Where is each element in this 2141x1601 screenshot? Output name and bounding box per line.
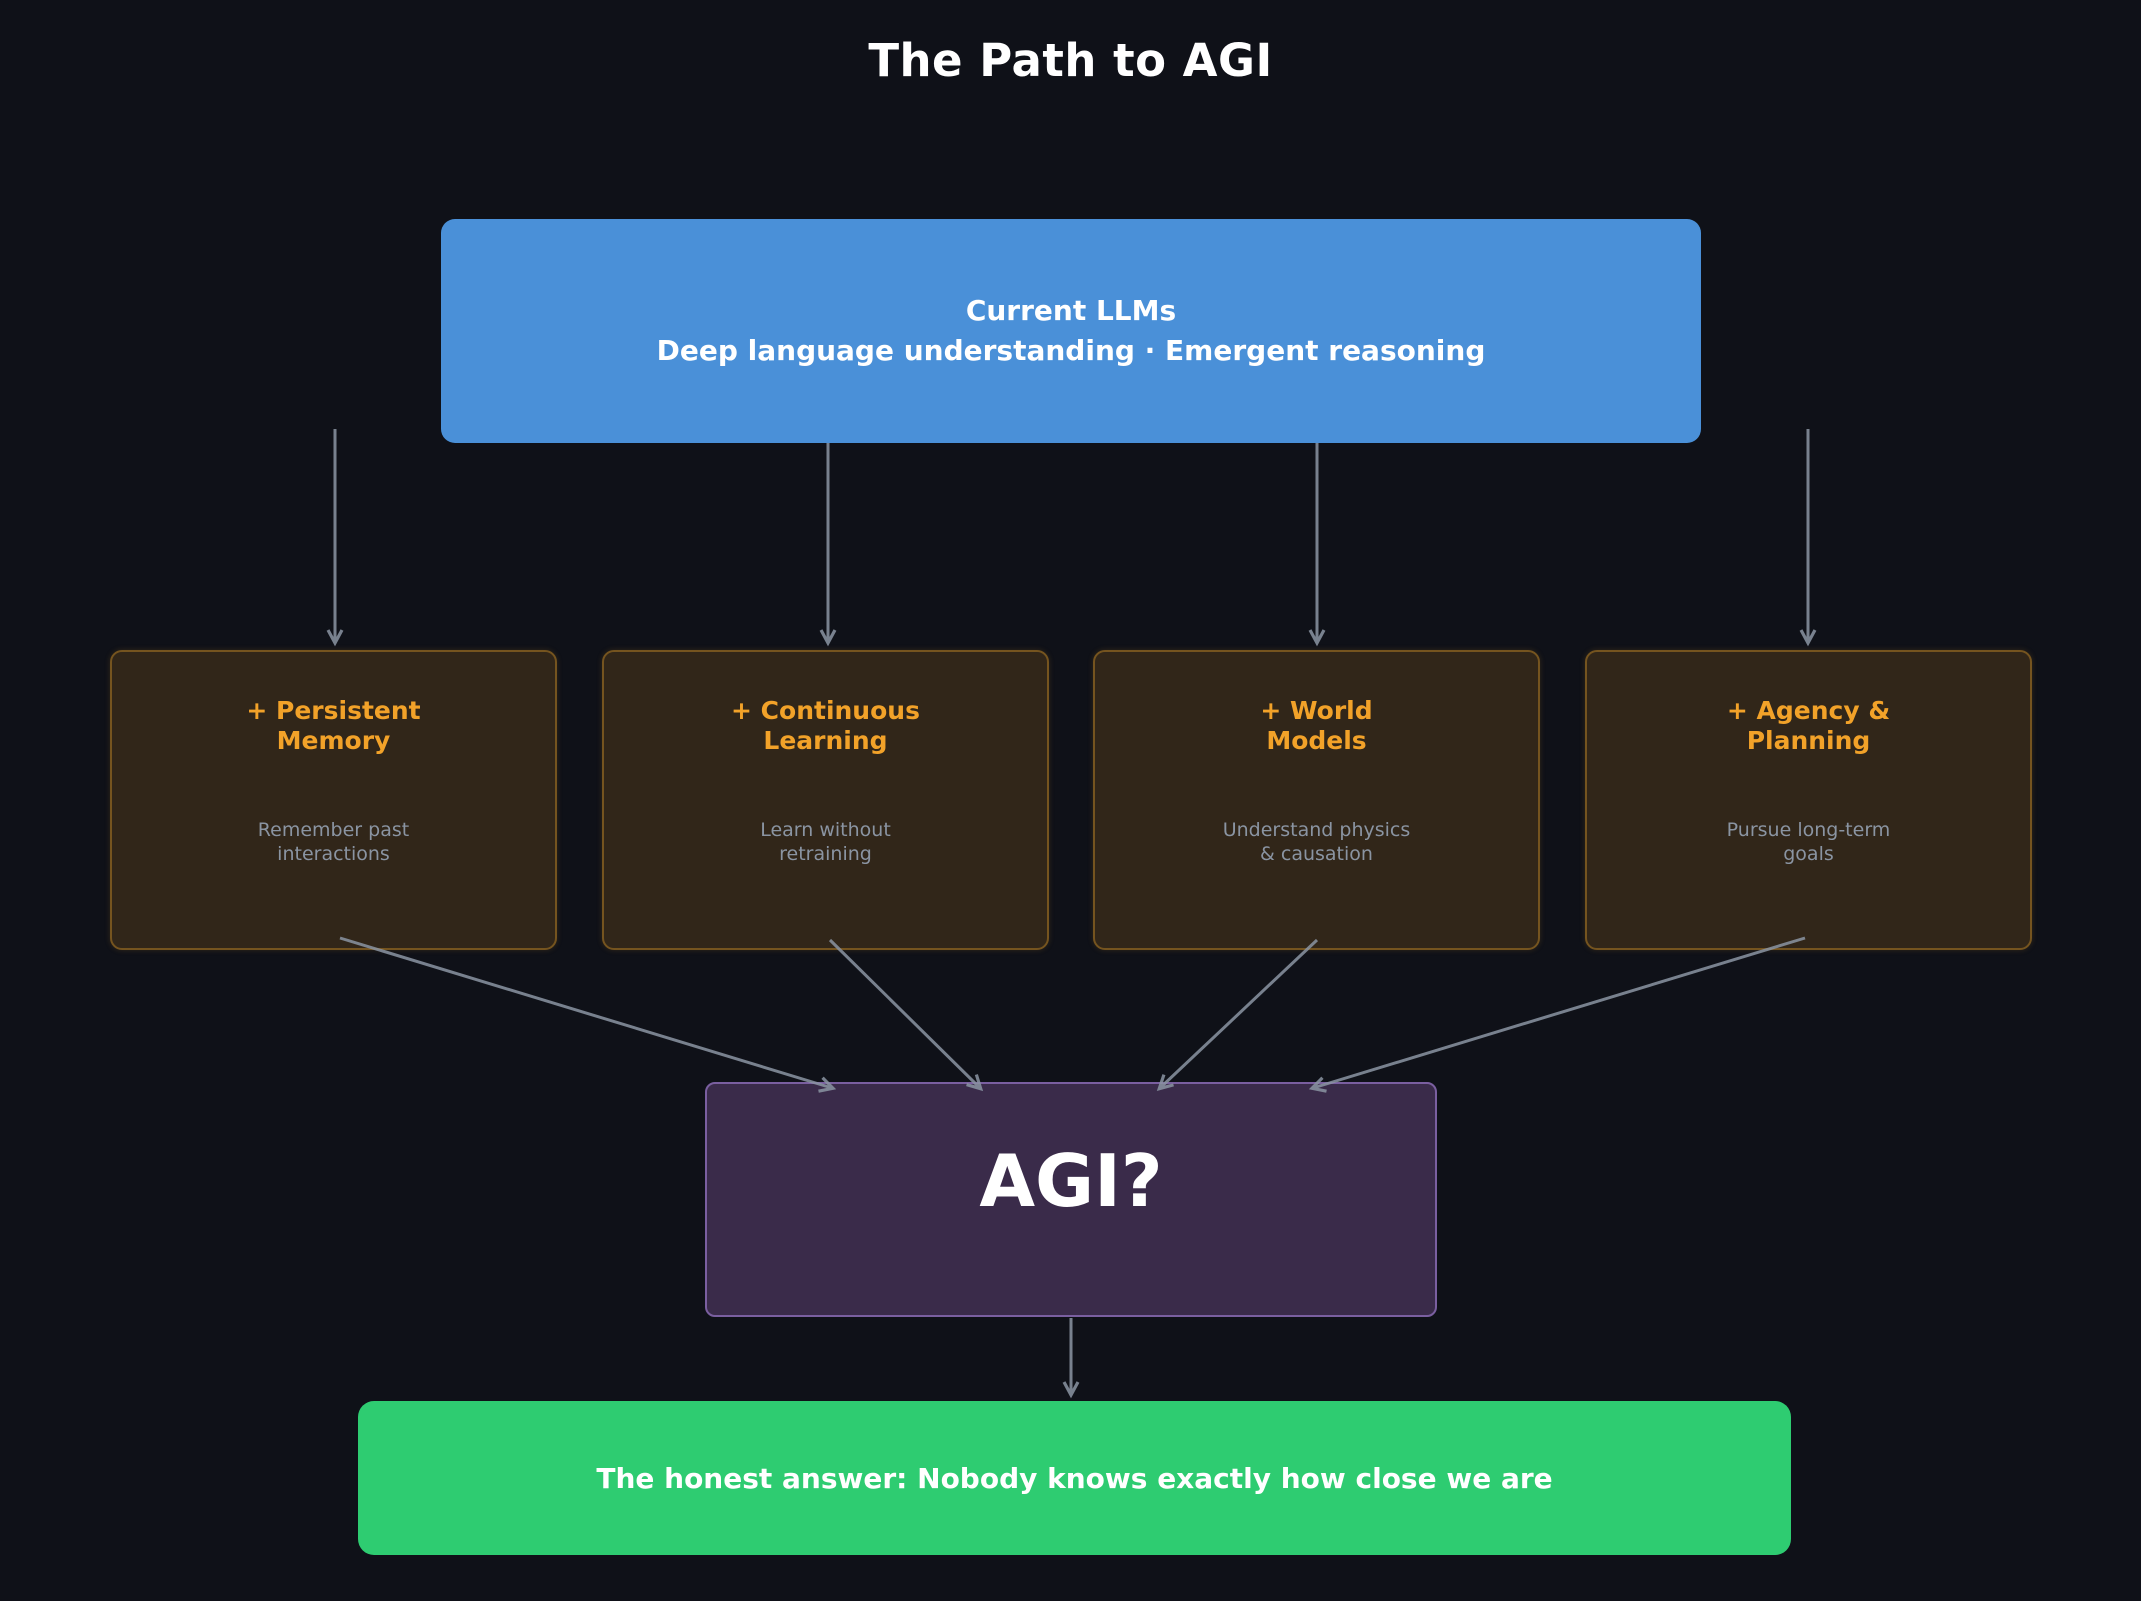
- capability-title: + World Models: [1260, 696, 1373, 755]
- arrow-agency-planning-to-agi: [1308, 936, 1806, 1093]
- diagram-title: The Path to AGI: [868, 34, 1273, 87]
- arrow-continuous-learning-to-agi: [828, 938, 984, 1092]
- capability-description: Remember past interactions: [257, 819, 410, 865]
- capability-description: Learn without retraining: [760, 819, 891, 865]
- capability-node-world-models: + World Models Understand physics & caus…: [1093, 650, 1540, 950]
- current-llms-subtitle: Deep language understanding · Emergent r…: [656, 334, 1486, 367]
- capability-description: Pursue long-term goals: [1726, 819, 1891, 865]
- capability-node-persistent-memory: + Persistent Memory Remember past intera…: [110, 650, 557, 950]
- conclusion-node: The honest answer: Nobody knows exactly …: [358, 1401, 1791, 1555]
- agi-node: AGI?: [705, 1082, 1437, 1317]
- current-llms-title: Current LLMs: [965, 294, 1177, 327]
- capability-node-continuous-learning: + Continuous Learning Learn without retr…: [602, 650, 1049, 950]
- capability-title: + Persistent Memory: [246, 696, 421, 755]
- current-llms-node: Current LLMs Deep language understanding…: [441, 219, 1701, 443]
- agi-label: AGI?: [979, 1139, 1163, 1223]
- arrow-persistent-memory-to-agi: [339, 936, 837, 1093]
- capability-title: + Agency & Planning: [1726, 696, 1891, 755]
- capability-description: Understand physics & causation: [1222, 819, 1411, 865]
- capability-node-agency-planning: + Agency & Planning Pursue long-term goa…: [1585, 650, 2032, 950]
- arrow-world-models-to-agi: [1156, 938, 1319, 1092]
- capability-title: + Continuous Learning: [731, 696, 920, 755]
- conclusion-label: The honest answer: Nobody knows exactly …: [596, 1461, 1553, 1495]
